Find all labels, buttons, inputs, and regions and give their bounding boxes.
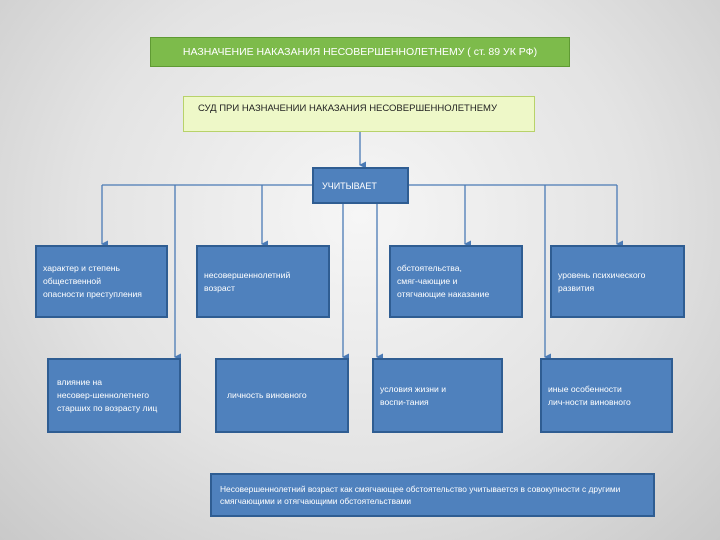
diagram-title-text: НАЗНАЧЕНИЕ НАКАЗАНИЯ НЕСОВЕРШЕННОЛЕТНЕМУ… — [182, 46, 538, 58]
factor-text: иные особенности лич-ности виновного — [548, 383, 631, 407]
considers-text: УЧИТЫВАЕТ — [322, 180, 377, 191]
factor-text: характер и степень общественной опасност… — [43, 263, 142, 299]
note-box: Несовершеннолетний возраст как смягчающе… — [210, 473, 655, 517]
court-box: СУД ПРИ НАЗНАЧЕНИИ НАКАЗАНИЯ НЕСОВЕРШЕНН… — [183, 96, 535, 132]
factor-text: уровень психического развития — [558, 269, 646, 293]
factor-text: личность виновного — [227, 390, 307, 400]
factor-box-elder-influence: влияние на несовер-шеннолетнего старших … — [47, 358, 181, 433]
considers-box: УЧИТЫВАЕТ — [312, 167, 409, 204]
factor-box-personality: личность виновного — [215, 358, 349, 433]
diagram-title: НАЗНАЧЕНИЕ НАКАЗАНИЯ НЕСОВЕРШЕННОЛЕТНЕМУ… — [150, 37, 570, 67]
factor-box-living-conditions: условия жизни и воспи-тания — [372, 358, 503, 433]
factor-text: влияние на несовер-шеннолетнего старших … — [57, 377, 158, 413]
factor-box-crime-danger: характер и степень общественной опасност… — [35, 245, 168, 318]
factor-text: условия жизни и воспи-тания — [380, 383, 447, 407]
factor-text: несовершеннолетний возраст — [204, 269, 291, 293]
factor-box-circumstances: обстоятельства, смяг-чающие и отягчающие… — [389, 245, 523, 318]
factor-box-mental-development: уровень психического развития — [550, 245, 685, 318]
factor-text: обстоятельства, смяг-чающие и отягчающие… — [397, 263, 490, 299]
factor-box-minor-age: несовершеннолетний возраст — [196, 245, 330, 318]
factor-box-other-features: иные особенности лич-ности виновного — [540, 358, 673, 433]
note-text: Несовершеннолетний возраст как смягчающе… — [220, 484, 621, 506]
court-text: СУД ПРИ НАЗНАЧЕНИИ НАКАЗАНИЯ НЕСОВЕРШЕНН… — [198, 103, 498, 114]
